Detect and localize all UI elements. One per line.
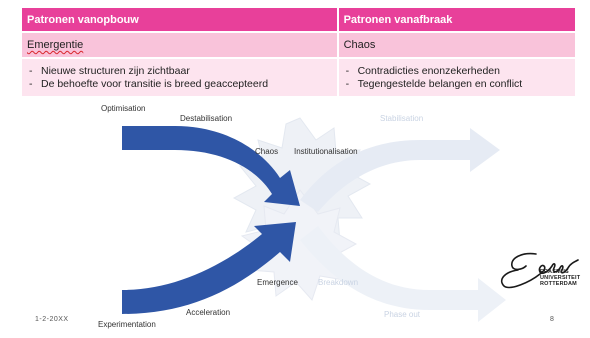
label-breakdown: Breakdown: [318, 278, 359, 287]
label-optimisation: Optimisation: [101, 104, 146, 113]
footer-date: 1-2-20XX: [35, 316, 69, 323]
logo-text: ERASMUS UNIVERSITEIT ROTTERDAM: [540, 269, 581, 287]
label-emergence: Emergence: [257, 278, 298, 287]
label-destabilisation: Destabilisation: [180, 114, 233, 123]
label-institutionalisation: Institutionalisation: [294, 147, 358, 156]
right-bullet-list: -Contradicties enonzekerheden -Tegengest…: [344, 65, 570, 91]
header-opbouw: Patronen vanopbouw: [22, 8, 339, 32]
left-bullet-list: -Nieuwe structuren zijn zichtbaar -De be…: [27, 65, 332, 91]
cell-emergentie: Emergentie: [22, 31, 339, 58]
emergentie-text: Emergentie: [27, 39, 84, 51]
page-number: 8: [550, 316, 554, 323]
list-item: -Tegengestelde belangen en conflict: [345, 77, 523, 90]
label-acceleration: Acceleration: [186, 308, 231, 317]
list-item: -Nieuwe structuren zijn zichtbaar: [29, 64, 190, 77]
header-afbraak: Patronen vanafbraak: [337, 8, 575, 32]
label-stabilisation: Stabilisation: [380, 114, 424, 123]
cell-left-bullets: -Nieuwe structuren zijn zichtbaar -De be…: [22, 57, 339, 96]
list-item: -De behoefte voor transitie is breed gea…: [29, 77, 269, 90]
cell-right-bullets: -Contradicties enonzekerheden -Tegengest…: [337, 57, 575, 96]
breakdown-arrow-faded: [300, 226, 506, 322]
experimentation-arrow: [122, 222, 296, 314]
cell-chaos: Chaos: [337, 31, 575, 58]
erasmus-signature-logo-icon: [500, 252, 579, 289]
label-chaos: Chaos: [255, 147, 279, 156]
list-item: -Contradicties enonzekerheden: [345, 64, 500, 77]
label-phase-out: Phase out: [384, 310, 421, 319]
transition-diagram: [122, 117, 506, 322]
stabilisation-arrow-faded: [300, 128, 500, 212]
label-experimentation: Experimentation: [98, 320, 156, 329]
optimisation-arrow: [122, 126, 300, 206]
patterns-table: Patronen vanopbouw Patronen vanafbraak E…: [22, 8, 575, 96]
